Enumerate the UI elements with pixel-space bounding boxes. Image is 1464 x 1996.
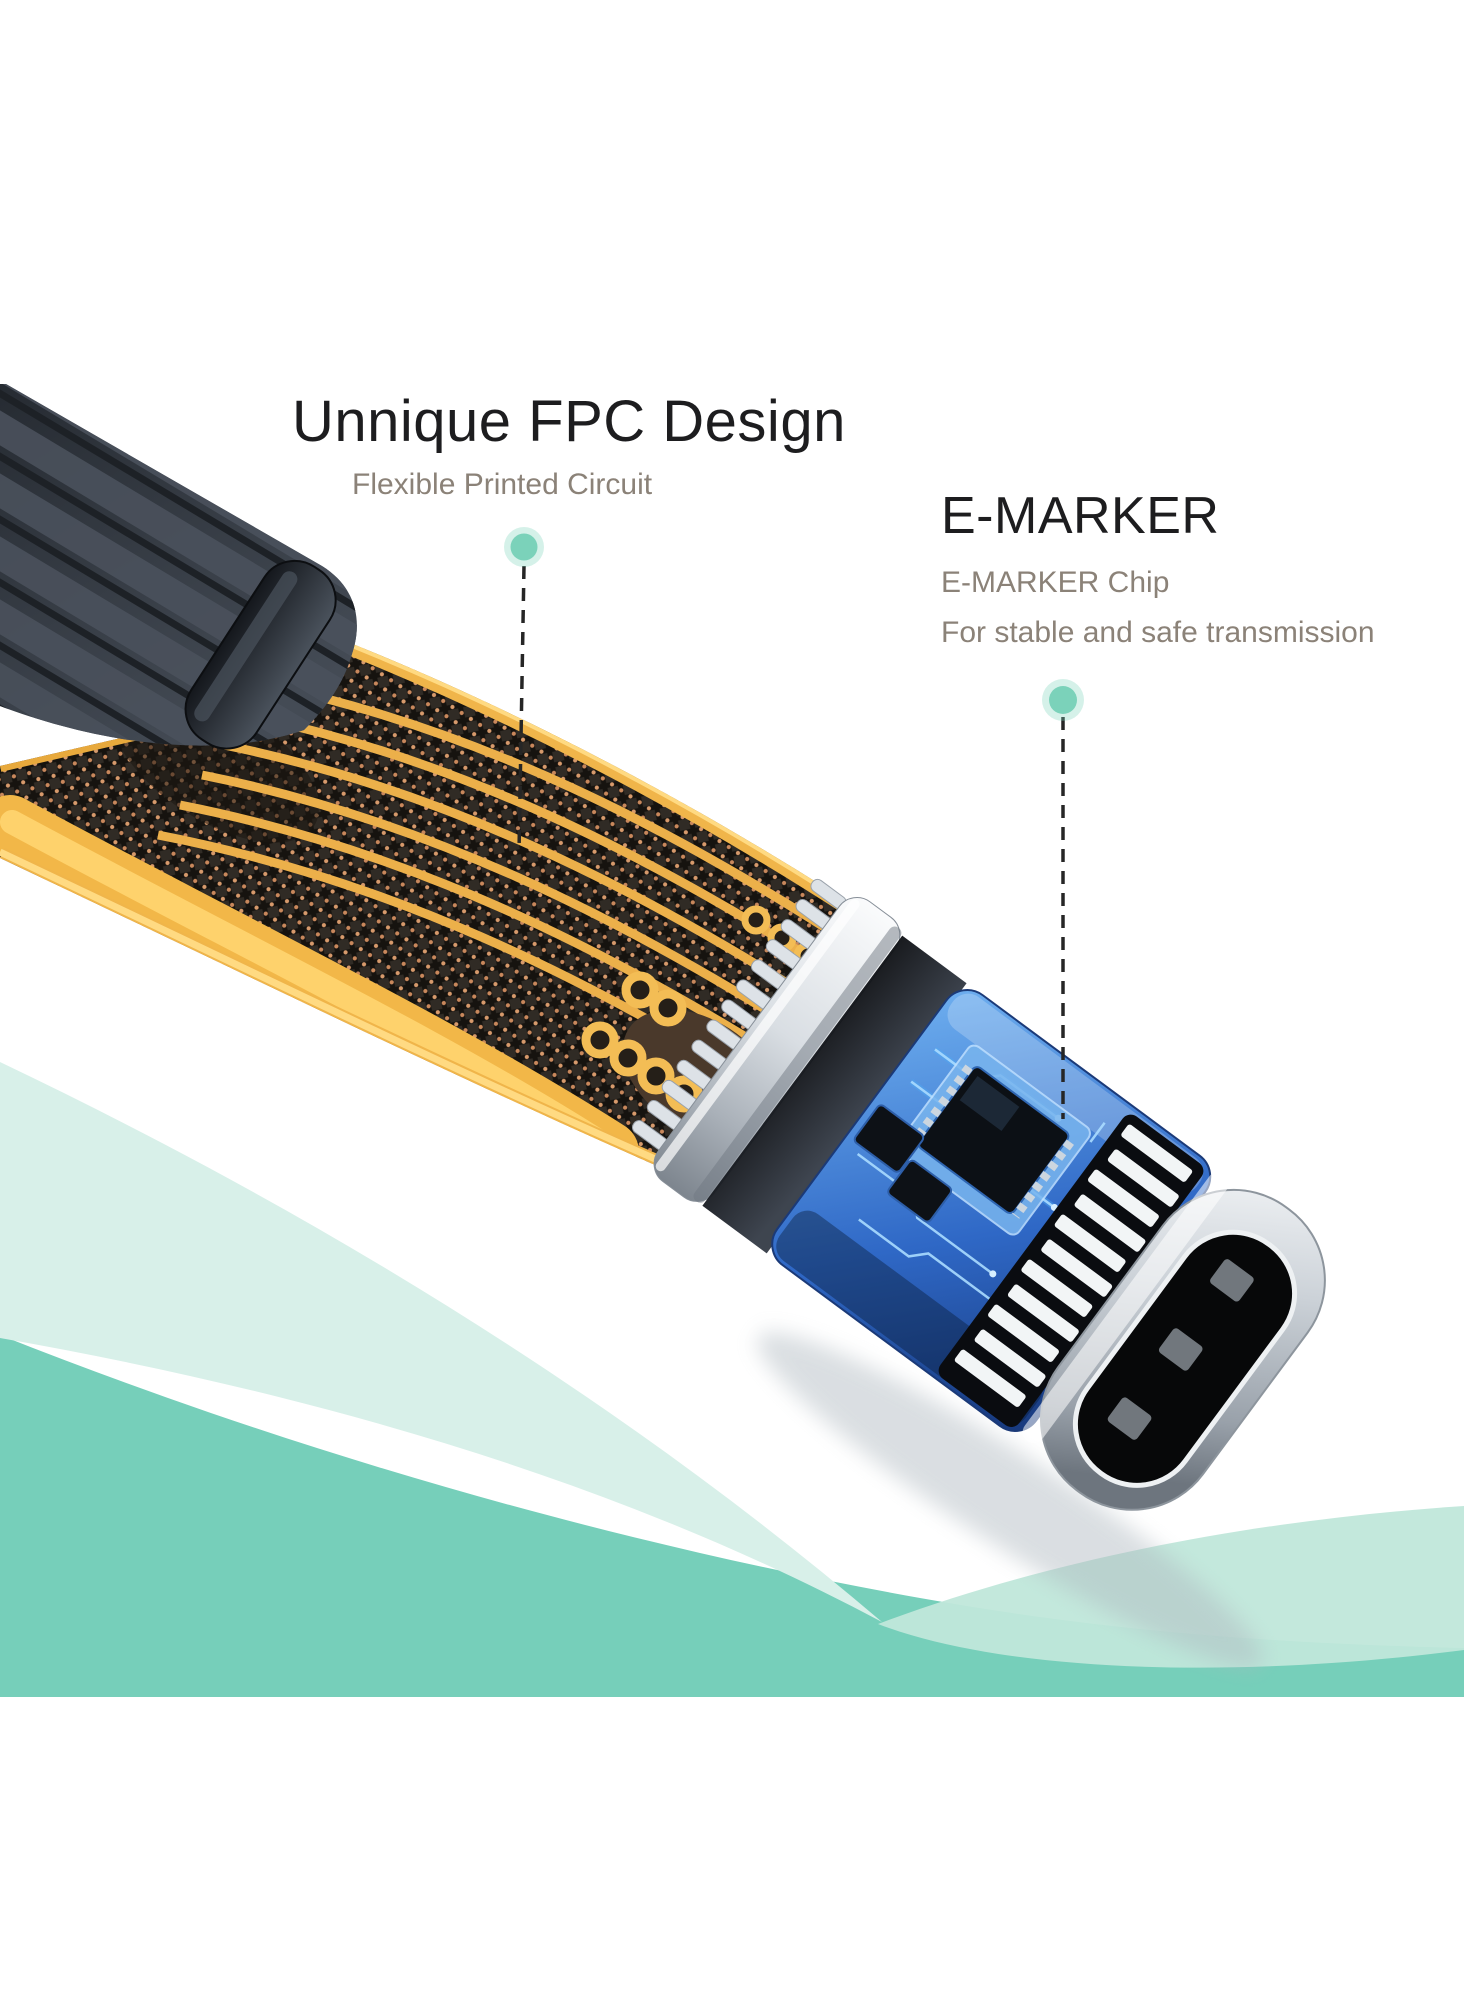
fpc-traces	[157, 680, 838, 1083]
connector-collar	[653, 897, 902, 1203]
usb-c-connector	[631, 878, 1326, 1511]
housing-lip	[184, 559, 337, 750]
fpc-callout	[504, 527, 544, 853]
wave-pale-teal	[0, 1062, 882, 1622]
connector-front-cap	[1022, 1172, 1326, 1511]
wave-solid-teal	[0, 1335, 1464, 1697]
emarker-callout-desc-line: For stable and safe transmission	[941, 616, 1375, 649]
emarker-callout	[1042, 679, 1084, 1119]
fpc-leader-line	[517, 565, 526, 853]
pcb-chip-small-1	[853, 1104, 925, 1173]
connector-contact-teeth	[938, 1114, 1204, 1427]
fpc-callout-title: Unnique FPC Design	[292, 389, 846, 454]
pcb-chip-small-2	[887, 1159, 953, 1223]
connector-shadow	[757, 1332, 1263, 1668]
emarker-callout-dot	[1049, 686, 1077, 714]
connector-opening-pads	[1107, 1259, 1254, 1440]
emarker-callout-chip-line: E-MARKER Chip	[941, 566, 1170, 599]
fpc-callout-dot	[510, 533, 538, 561]
emarker-callout-title: E-MARKER	[941, 487, 1220, 545]
connector-smoked-band	[702, 935, 967, 1254]
fpc-callout-subtitle: Flexible Printed Circuit	[352, 468, 653, 501]
